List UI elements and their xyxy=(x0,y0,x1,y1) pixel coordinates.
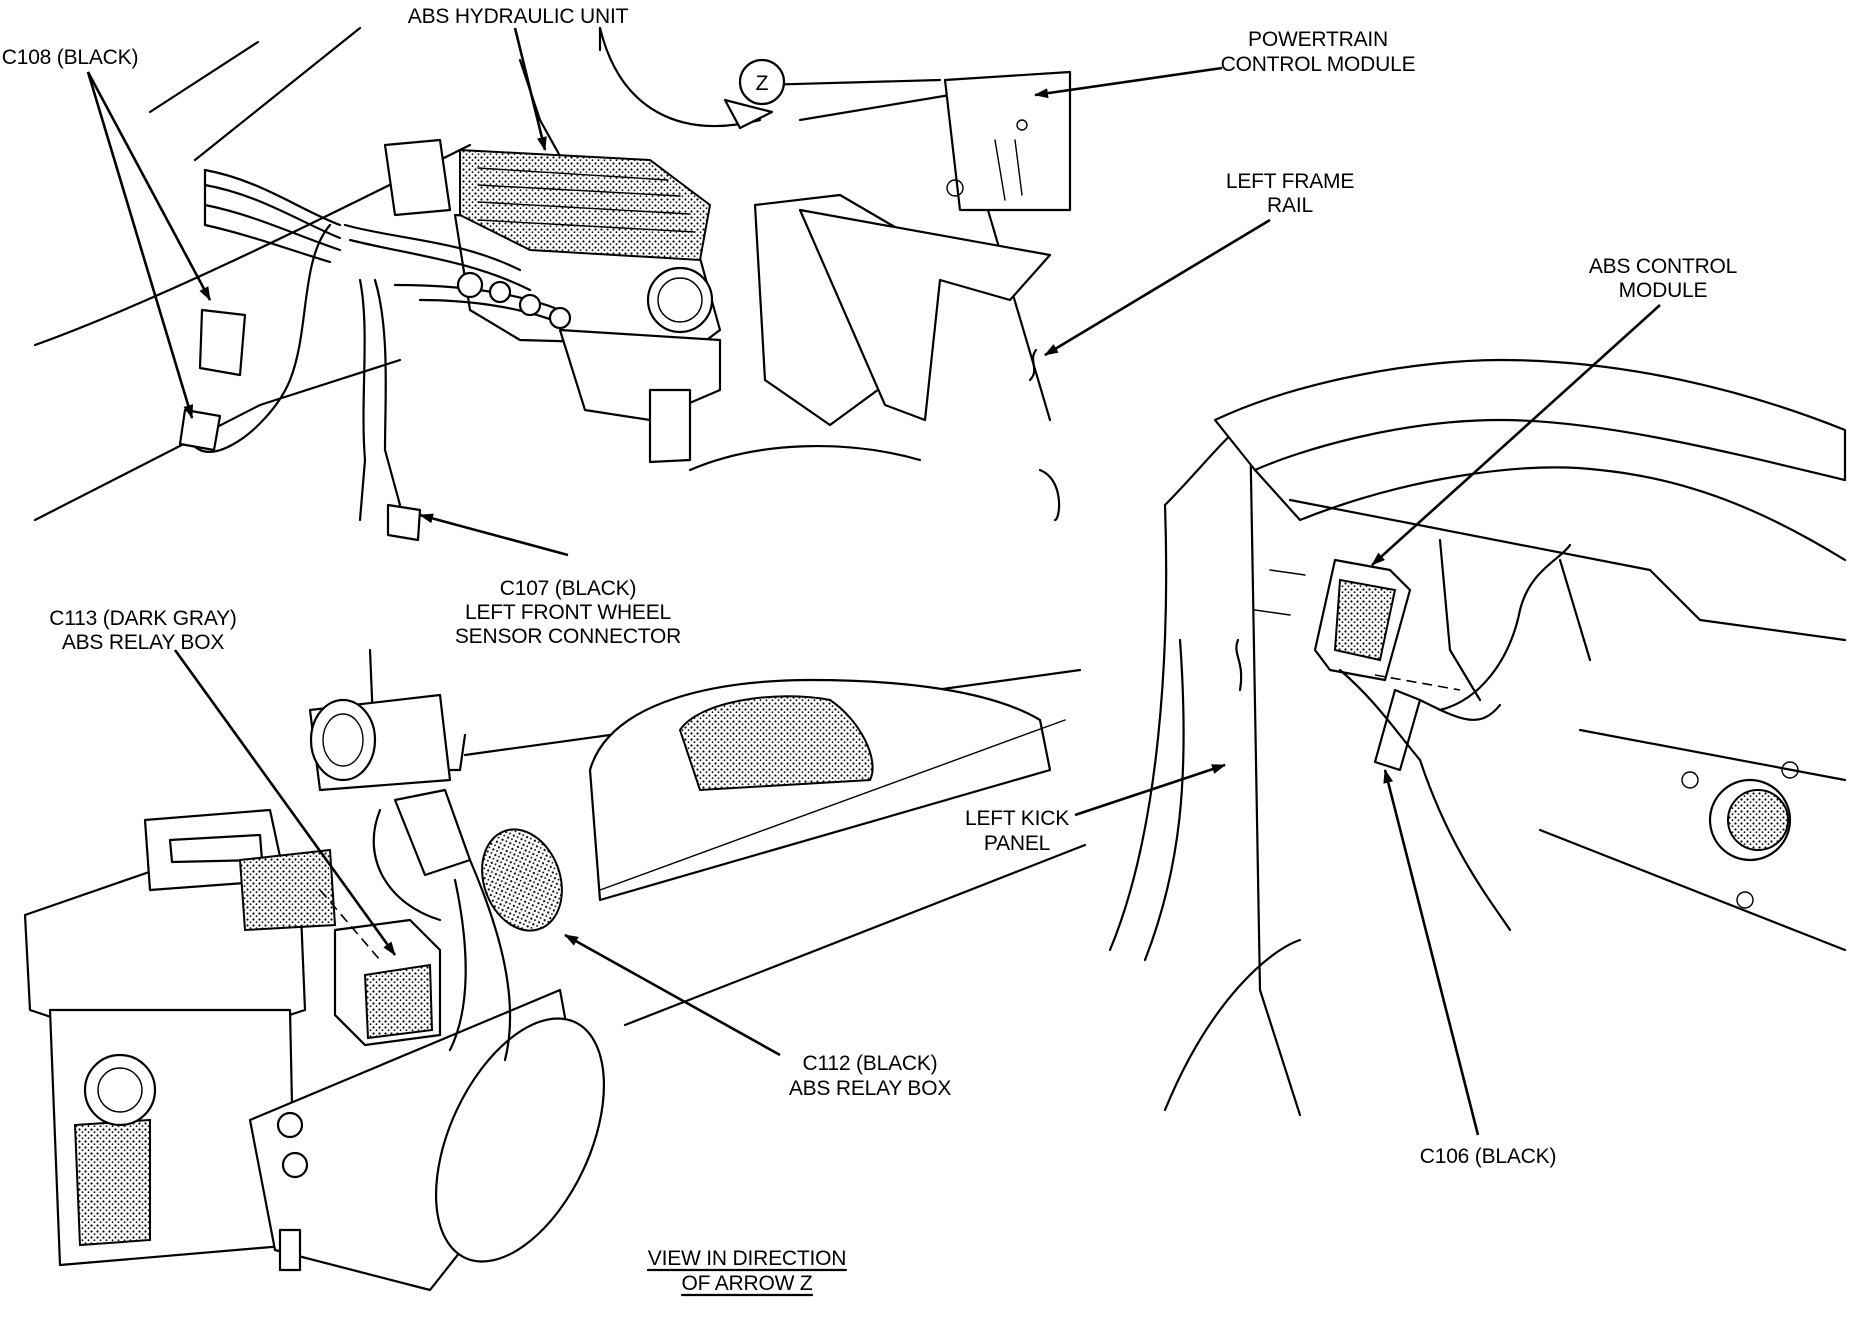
label-abs-control-module-line2: MODULE xyxy=(1619,279,1708,302)
label-abs-control-module-line1: ABS CONTROL xyxy=(1589,255,1737,278)
label-c108: C108 (BLACK) xyxy=(2,46,139,69)
kick-panel-view xyxy=(1108,358,1847,1117)
relay-box-view xyxy=(23,648,1087,1292)
label-pcm-line2: CONTROL MODULE xyxy=(1221,53,1416,76)
label-left-frame-rail-line1: LEFT FRAME xyxy=(1226,170,1354,193)
label-pcm-line1: POWERTRAIN xyxy=(1248,28,1388,51)
label-c113-line1: C113 (DARK GRAY) xyxy=(49,607,236,630)
engine-compartment-view: Z xyxy=(33,26,1072,542)
label-left-kick-panel-line1: LEFT KICK xyxy=(965,807,1069,830)
label-left-kick-panel-line2: PANEL xyxy=(984,832,1050,855)
callout-labels: ABS HYDRAULIC UNIT C108 (BLACK) POWERTRA… xyxy=(2,5,1737,1297)
leader-lines xyxy=(86,27,1661,1136)
label-view-direction-line2: OF ARROW Z xyxy=(682,1272,813,1295)
view-arrow-letter: Z xyxy=(756,72,769,95)
label-c112-line2: ABS RELAY BOX xyxy=(789,1077,952,1100)
label-c107-line1: C107 (BLACK) xyxy=(500,577,637,600)
label-left-frame-rail-line2: RAIL xyxy=(1267,194,1313,217)
label-c107-line3: SENSOR CONNECTOR xyxy=(455,625,681,648)
label-view-direction-line1: VIEW IN DIRECTION xyxy=(648,1247,846,1270)
label-c107-line2: LEFT FRONT WHEEL xyxy=(465,601,671,624)
label-c106: C106 (BLACK) xyxy=(1420,1145,1557,1168)
label-c113-line2: ABS RELAY BOX xyxy=(62,631,225,654)
label-c112-line1: C112 (BLACK) xyxy=(803,1052,938,1075)
label-abs-hydraulic-unit: ABS HYDRAULIC UNIT xyxy=(408,5,629,28)
